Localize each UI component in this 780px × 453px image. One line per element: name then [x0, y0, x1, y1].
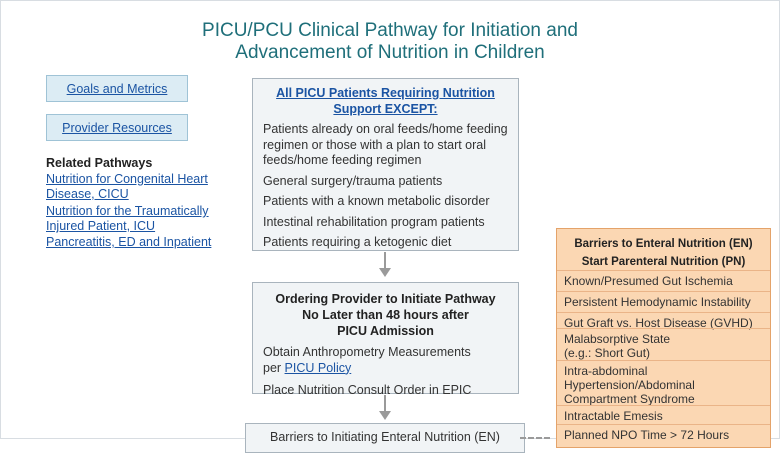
- barrier-malabsorptive-line-1: Malabsorptive State: [564, 332, 671, 346]
- anthropometry-item-line-2: per PICU Policy: [263, 361, 518, 377]
- flow-arrow-1-head: [379, 268, 391, 277]
- barriers-to-en-header: Barriers to Enteral Nutrition (EN): [574, 238, 753, 250]
- barrier-intra-abdominal-line-1: Intra-abdominal: [564, 364, 648, 378]
- barriers-to-en-box: Barriers to Enteral Nutrition (EN) Start…: [556, 228, 771, 448]
- barriers-initiating-en-header: Barriers to Initiating Enteral Nutrition…: [270, 430, 500, 444]
- barrier-intractable-emesis: Intractable Emesis: [557, 405, 770, 423]
- exclusion-item-metabolic: Patients with a known metabolic disorder: [263, 194, 490, 208]
- related-pathways-heading: Related Pathways: [46, 156, 153, 170]
- page-title: PICU/PCU Clinical Pathway for Initiation…: [0, 20, 780, 64]
- initiate-pathway-box: Ordering Provider to Initiate Pathway No…: [252, 282, 519, 397]
- barrier-intra-abdominal-line-2: Hypertension/Abdominal: [564, 378, 695, 392]
- provider-resources-button[interactable]: Provider Resources: [46, 114, 188, 141]
- picu-policy-link[interactable]: PICU Policy: [284, 360, 352, 375]
- related-link-traumatically-injured[interactable]: Nutrition for the Traumatically Injured …: [46, 204, 236, 234]
- exclusion-item-intestinal-rehab: Intestinal rehabilitation program patien…: [263, 214, 485, 229]
- related-link-pancreatitis-line-1[interactable]: Pancreatitis, ED and Inpatient: [46, 235, 212, 249]
- goals-and-metrics-button[interactable]: Goals and Metrics: [46, 75, 188, 102]
- barrier-malabsorptive: Malabsorptive State (e.g.: Short Gut): [557, 328, 770, 360]
- initiate-pathway-header: Ordering Provider to Initiate Pathway No…: [253, 291, 518, 339]
- related-link-congenital-heart-line-2[interactable]: Disease, CICU: [46, 187, 129, 201]
- related-link-congenital-heart[interactable]: Nutrition for Congenital Heart Disease, …: [46, 172, 236, 202]
- barrier-planned-npo: Planned NPO Time > 72 Hours: [557, 424, 770, 442]
- barrier-gvhd: Gut Graft vs. Host Disease (GVHD): [557, 312, 770, 330]
- exclusion-item-ketogenic: Patients requiring a ketogenic diet: [263, 235, 452, 249]
- anthropometry-prefix: per: [263, 360, 285, 375]
- exclusion-item-oral-feeds: Patients already on oral feeds/home feed…: [263, 122, 518, 169]
- exclusion-item-oral-feeds-line-3: feeds/home feeding regimen: [263, 153, 422, 167]
- barrier-gut-ischemia: Known/Presumed Gut Ischemia: [557, 270, 770, 288]
- nutrition-consult-item: Place Nutrition Consult Order in EPIC: [263, 383, 472, 397]
- exclusion-item-surgery-trauma: General surgery/trauma patients: [263, 173, 443, 188]
- flow-arrow-2-line: [384, 395, 386, 412]
- related-link-traumatically-injured-line-1[interactable]: Nutrition for the Traumatically: [46, 204, 209, 218]
- page-title-line-2: Advancement of Nutrition in Children: [235, 42, 545, 63]
- start-pn-header: Start Parenteral Nutrition (PN): [581, 256, 746, 268]
- anthropometry-item-line-1: Obtain Anthropometry Measurements: [263, 345, 471, 359]
- exclusion-item-oral-feeds-line-2: regimen or those with a plan to start or…: [263, 137, 487, 152]
- exclusion-criteria-header-line-2[interactable]: Support EXCEPT:: [333, 102, 438, 116]
- exclusion-criteria-header[interactable]: All PICU Patients Requiring Nutrition Su…: [253, 85, 518, 117]
- related-link-congenital-heart-line-1[interactable]: Nutrition for Congenital Heart: [46, 172, 208, 186]
- barrier-intra-abdominal-line-3: Compartment Syndrome: [564, 392, 695, 406]
- dashed-connector: [520, 437, 550, 439]
- flow-arrow-2-head: [379, 411, 391, 420]
- barrier-malabsorptive-line-2: (e.g.: Short Gut): [564, 346, 651, 360]
- initiate-pathway-header-line-1: Ordering Provider to Initiate Pathway: [275, 292, 496, 306]
- flow-arrow-1-line: [384, 252, 386, 269]
- related-link-pancreatitis[interactable]: Pancreatitis, ED and Inpatient: [46, 235, 236, 250]
- exclusion-item-oral-feeds-line-1: Patients already on oral feeds/home feed…: [263, 122, 508, 136]
- exclusion-criteria-header-line-1[interactable]: All PICU Patients Requiring Nutrition: [276, 86, 495, 100]
- barrier-hemodynamic: Persistent Hemodynamic Instability: [557, 291, 770, 309]
- barriers-initiating-en-box: Barriers to Initiating Enteral Nutrition…: [245, 423, 525, 453]
- related-link-traumatically-injured-line-2[interactable]: Injured Patient, ICU: [46, 219, 156, 233]
- barrier-intra-abdominal: Intra-abdominal Hypertension/Abdominal C…: [557, 360, 770, 406]
- anthropometry-item: Obtain Anthropometry Measurements per PI…: [263, 345, 518, 376]
- initiate-pathway-header-line-2: No Later than 48 hours after: [302, 308, 469, 322]
- page-title-line-1: PICU/PCU Clinical Pathway for Initiation…: [202, 20, 578, 41]
- initiate-pathway-header-line-3: PICU Admission: [337, 324, 434, 338]
- exclusion-criteria-box: All PICU Patients Requiring Nutrition Su…: [252, 78, 519, 251]
